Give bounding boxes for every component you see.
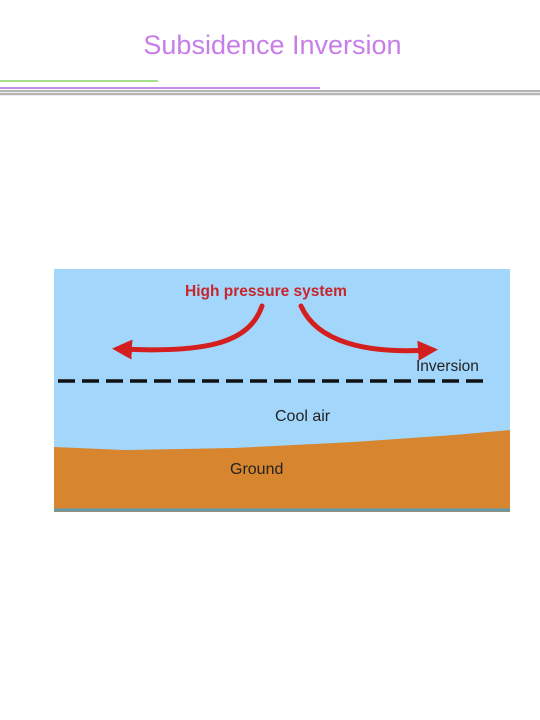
ground-region: [54, 430, 510, 512]
subsidence-inversion-diagram: High pressure system Inversion Cool air …: [54, 269, 510, 512]
right-subsidence-arrow: [298, 303, 438, 361]
slide-title: Subsidence Inversion: [143, 30, 402, 60]
title-underline-rules: [0, 78, 540, 98]
cool-air-label: Cool air: [275, 408, 331, 425]
left-subsidence-arrow: [112, 303, 265, 360]
high-pressure-label: High pressure system: [185, 283, 347, 300]
inversion-label: Inversion: [416, 358, 479, 375]
ground-label: Ground: [230, 461, 283, 478]
